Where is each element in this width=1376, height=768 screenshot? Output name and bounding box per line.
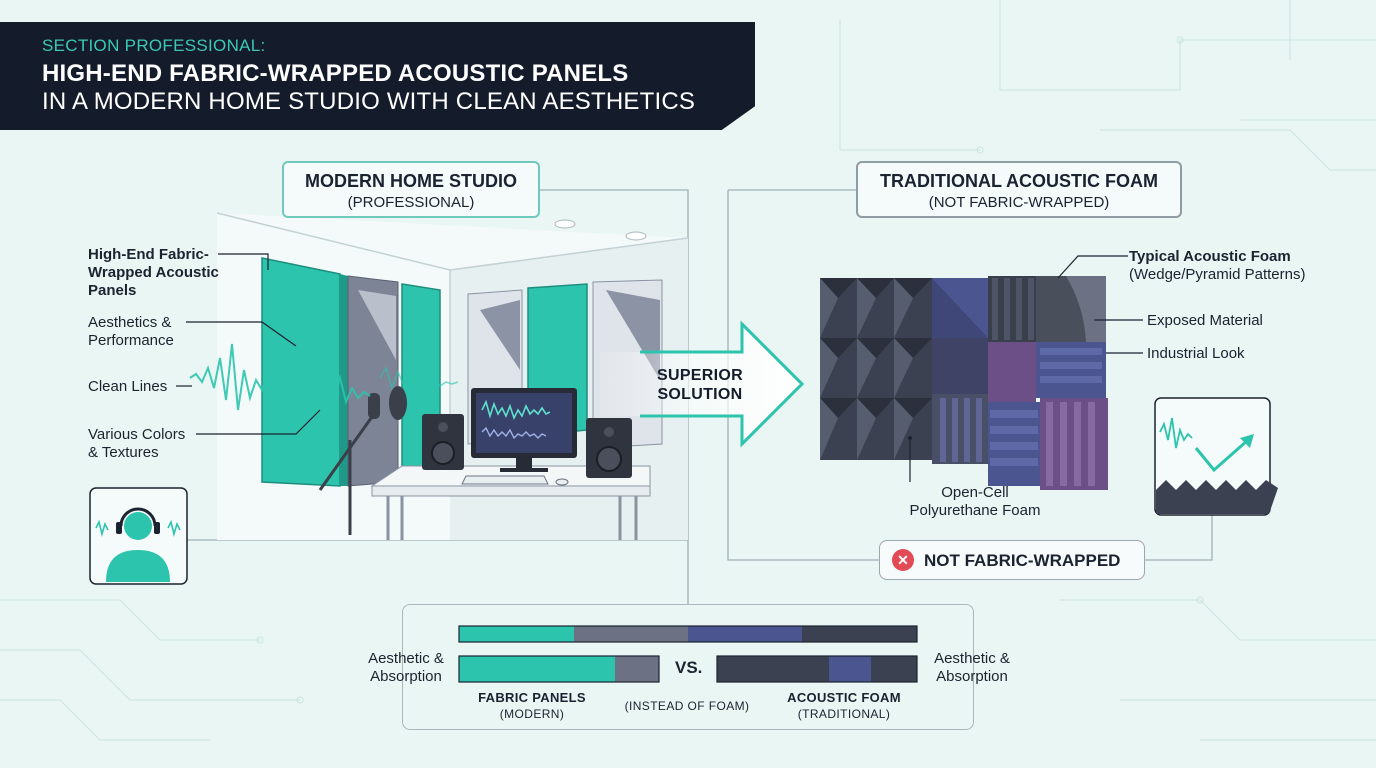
modern-studio-title: MODERN HOME STUDIO <box>304 171 517 191</box>
superior-solution-arrow <box>600 320 805 448</box>
comparison-panel <box>402 604 974 730</box>
comparison-right-label: Aesthetic & Absorption <box>934 650 1010 685</box>
fabric-score-bar <box>459 656 615 682</box>
callout-fabric-panels: High-End Fabric- Wrapped Acoustic Panels <box>88 246 219 299</box>
acoustic-foam-caption: ACOUSTIC FOAM <box>787 690 901 705</box>
superior-solution-text: SUPERIOR SOLUTION <box>657 367 743 403</box>
comparison-bars <box>458 625 918 683</box>
acoustic-foam-illustration <box>820 255 1143 490</box>
header-banner <box>0 22 755 130</box>
acoustic-foam-subcaption: (TRADITIONAL) <box>797 707 891 721</box>
foam-score-highlight <box>829 656 871 682</box>
page-subtitle: IN A MODERN HOME STUDIO WITH CLEAN AESTH… <box>42 88 696 115</box>
callout-exposed-material: Exposed Material <box>1147 312 1263 329</box>
listener-avatar <box>89 487 188 585</box>
section-label: SECTION PROFESSIONAL: <box>42 36 266 55</box>
callout-clean-lines: Clean Lines <box>88 378 168 395</box>
fabric-panels-subcaption: (MODERN) <box>499 707 565 721</box>
page-title: HIGH-END FABRIC-WRAPPED ACOUSTIC PANELS <box>42 60 629 87</box>
modern-studio-subtitle: (PROFESSIONAL) <box>347 194 475 211</box>
callout-typical-foam: Typical Acoustic Foam (Wedge/Pyramid Pat… <box>1129 248 1306 283</box>
traditional-foam-title: TRADITIONAL ACOUSTIC FOAM <box>880 171 1158 191</box>
callout-industrial-look: Industrial Look <box>1147 345 1245 362</box>
callout-colors: Various Colors & Textures <box>88 426 186 461</box>
circuit-decoration <box>0 0 1376 741</box>
x-circle-icon: ✕ <box>892 549 914 571</box>
fabric-panels-caption: FABRIC PANELS <box>478 690 586 705</box>
callout-open-cell: Open-Cell Polyurethane Foam <box>909 484 1041 519</box>
traditional-foam-subtitle: (NOT FABRIC-WRAPPED) <box>928 194 1110 211</box>
not-fabric-wrapped-badge: ✕ NOT FABRIC-WRAPPED <box>879 540 1145 580</box>
callout-aesthetics: Aesthetics & Performance <box>88 314 174 349</box>
traditional-foam-label: TRADITIONAL ACOUSTIC FOAM (NOT FABRIC-WR… <box>856 161 1182 218</box>
modern-studio-label: MODERN HOME STUDIO (PROFESSIONAL) <box>282 161 540 218</box>
comparison-left-label: Aesthetic & Absorption <box>368 650 444 685</box>
instead-of-foam-note: (INSTEAD OF FOAM) <box>624 699 750 713</box>
studio-room-illustration <box>176 212 689 540</box>
vs-label: VS. <box>675 658 703 677</box>
absorption-chart-icon <box>1154 397 1278 516</box>
not-fabric-wrapped-label: NOT FABRIC-WRAPPED <box>924 551 1121 570</box>
